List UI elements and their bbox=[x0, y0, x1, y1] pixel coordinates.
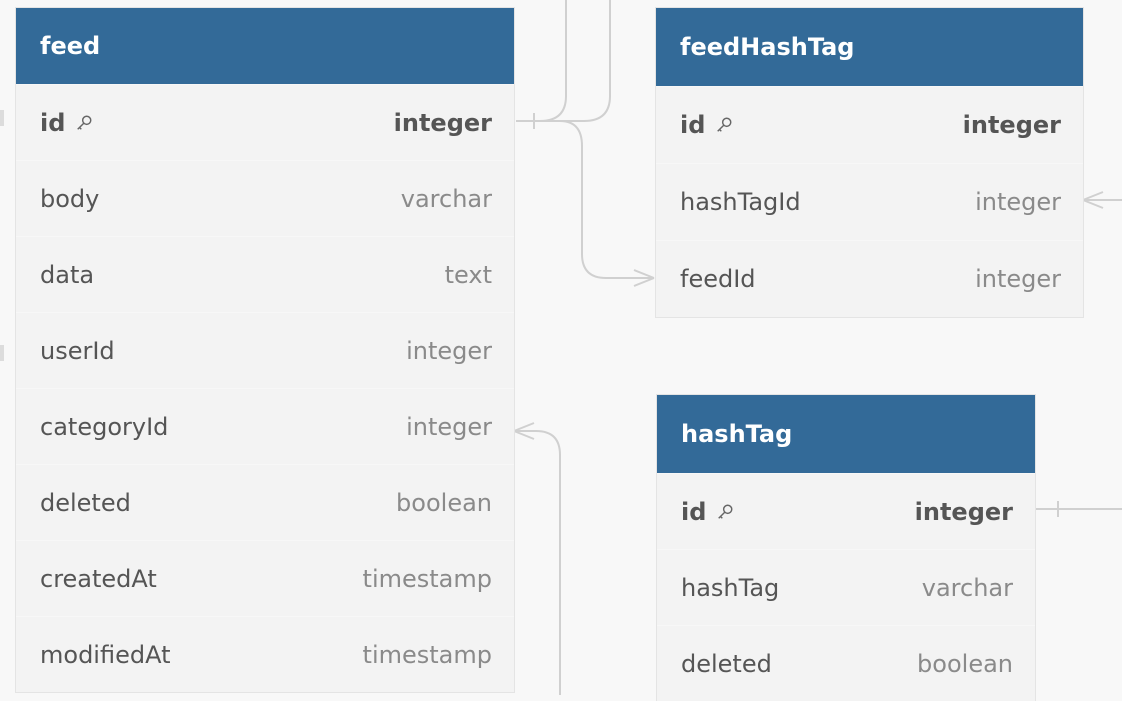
field-name: deleted bbox=[40, 488, 131, 517]
table-row[interactable]: deleted boolean bbox=[657, 625, 1035, 701]
field-name: feedId bbox=[680, 265, 756, 293]
field-name: id bbox=[680, 111, 733, 139]
table-row[interactable]: createdAt timestamp bbox=[16, 540, 514, 616]
field-name: createdAt bbox=[40, 564, 157, 593]
field-type: integer bbox=[975, 188, 1061, 216]
edge-marker bbox=[0, 345, 4, 361]
field-name: hashTagId bbox=[680, 188, 801, 216]
field-name: userId bbox=[40, 336, 115, 365]
field-type: varchar bbox=[400, 184, 492, 213]
table-row[interactable]: modifiedAt timestamp bbox=[16, 616, 514, 692]
field-name: hashTag bbox=[681, 573, 780, 602]
connector-top-right bbox=[540, 0, 611, 122]
field-type: integer bbox=[406, 336, 492, 365]
field-type: integer bbox=[975, 265, 1061, 293]
field-type: integer bbox=[962, 111, 1061, 139]
connector-categoryid bbox=[514, 430, 561, 695]
field-type: timestamp bbox=[362, 640, 492, 669]
key-icon bbox=[718, 504, 733, 519]
field-name: id bbox=[681, 498, 734, 526]
table-row[interactable]: categoryId integer bbox=[16, 388, 514, 464]
field-name: data bbox=[40, 260, 95, 289]
table-row[interactable]: feedId integer bbox=[656, 240, 1083, 317]
table-row[interactable]: id integer bbox=[657, 473, 1035, 549]
crow-foot-categoryid bbox=[513, 422, 535, 440]
key-icon bbox=[77, 115, 92, 130]
table-header[interactable]: feedHashTag bbox=[656, 8, 1083, 86]
table-header[interactable]: feed bbox=[16, 8, 514, 84]
key-icon bbox=[717, 117, 732, 132]
field-type: integer bbox=[914, 497, 1013, 526]
table-row[interactable]: id integer bbox=[656, 86, 1083, 163]
field-type: integer bbox=[406, 412, 492, 441]
table-row[interactable]: data text bbox=[16, 236, 514, 312]
table-header[interactable]: hashTag bbox=[657, 395, 1035, 473]
table-row[interactable]: id integer bbox=[16, 84, 514, 160]
table-hashtag[interactable]: hashTag id integer hashTag varchar delet… bbox=[657, 395, 1035, 701]
table-row[interactable]: deleted boolean bbox=[16, 464, 514, 540]
field-type: text bbox=[444, 260, 492, 289]
table-row[interactable]: userId integer bbox=[16, 312, 514, 388]
field-name: id bbox=[40, 109, 93, 137]
connector-feed-id-to-feedid bbox=[540, 120, 654, 279]
table-feed[interactable]: feed id integer body varchar data text u… bbox=[16, 8, 514, 692]
edge-marker bbox=[0, 110, 4, 126]
field-name: deleted bbox=[681, 649, 772, 678]
field-type: varchar bbox=[921, 573, 1013, 602]
field-name: categoryId bbox=[40, 412, 169, 441]
table-feedhashtag[interactable]: feedHashTag id integer hashTagId integer… bbox=[656, 8, 1083, 317]
field-type: integer bbox=[393, 108, 492, 137]
field-type: boolean bbox=[917, 649, 1013, 678]
crow-foot-hashtagid bbox=[1082, 191, 1104, 209]
table-row[interactable]: body varchar bbox=[16, 160, 514, 236]
field-type: timestamp bbox=[362, 564, 492, 593]
field-name: modifiedAt bbox=[40, 640, 171, 669]
crow-foot-feedid bbox=[633, 269, 655, 287]
field-name: body bbox=[40, 184, 100, 213]
table-row[interactable]: hashTag varchar bbox=[657, 549, 1035, 625]
table-row[interactable]: hashTagId integer bbox=[656, 163, 1083, 240]
connector-top-left bbox=[516, 0, 567, 122]
field-type: boolean bbox=[396, 488, 492, 517]
